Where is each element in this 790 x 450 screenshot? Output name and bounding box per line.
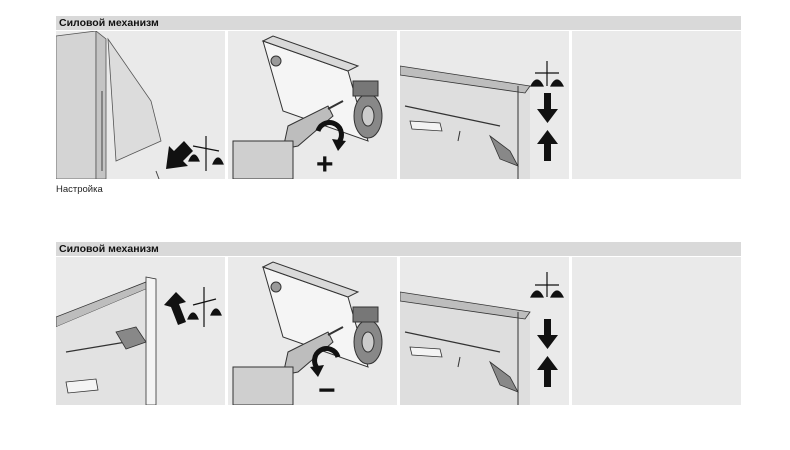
drill-mechanism-illustration: − [232,261,383,405]
flap-weight-panel [400,257,569,405]
panel-row: + [56,31,741,179]
arrow-down-icon [166,141,193,169]
arrow-up-icon [537,130,558,161]
arrow-up-icon [537,356,558,387]
flap-open-illustration [56,276,222,405]
rotate-icon [315,120,346,151]
balance-scale-icon [530,272,564,298]
rotation-sign: + [316,148,334,179]
flap-weight-panel [400,31,569,179]
section-title: Силовой механизм [56,16,741,30]
balance-scale-icon [188,136,224,171]
drill-mechanism-illustration: + [232,35,383,179]
caption: Настройка [56,184,103,195]
flap-up-panel [56,257,225,405]
mechanism-housing [261,35,383,142]
cabinet-door-illustration [56,31,224,179]
drill-icon [232,326,344,405]
panel-row: − [56,257,741,405]
mechanism-housing [261,261,383,368]
section-1: Силовой механизм [56,16,741,195]
arrow-down-icon [537,319,558,349]
empty-panel [572,31,741,179]
drill-adjust-panel: + [228,31,397,179]
drill-icon [232,100,344,179]
balance-scale-icon [530,61,564,87]
rotate-icon [310,346,341,377]
empty-panel [572,257,741,405]
flap-illustration [400,272,564,405]
section-2: Силовой механизм [56,242,741,405]
drill-adjust-panel: − [228,257,397,405]
arrow-down-icon [537,93,558,123]
flap-illustration [400,61,564,179]
arrow-up-icon [164,292,186,325]
balance-scale-icon [187,287,222,327]
rotation-sign: − [318,374,336,405]
door-down-panel [56,31,225,179]
section-title: Силовой механизм [56,242,741,256]
